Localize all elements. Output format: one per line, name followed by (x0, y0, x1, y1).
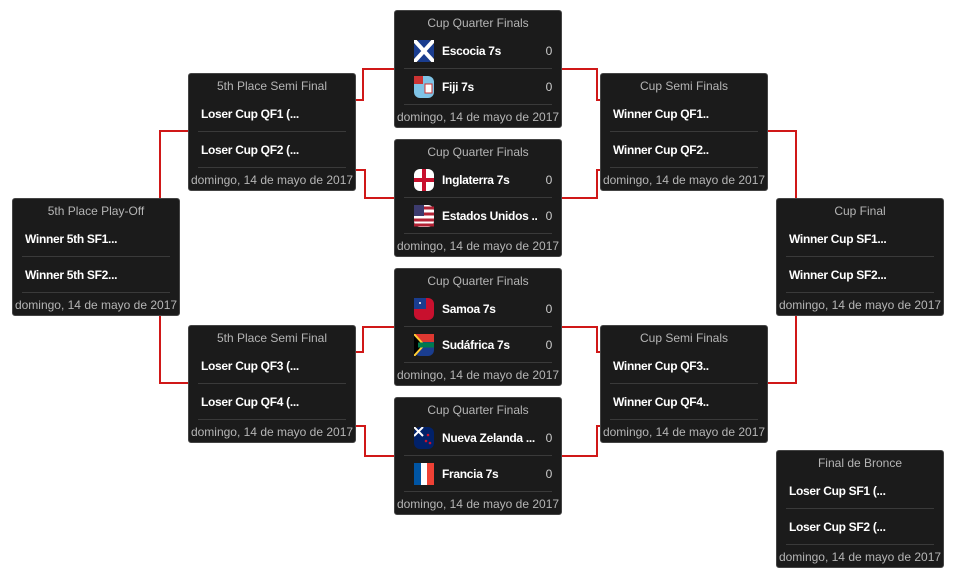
team-row[interactable]: Winner 5th SF2... (22, 257, 170, 293)
match-date: domingo, 14 de mayo de 2017 (396, 110, 560, 124)
team-name: Winner Cup SF1... (789, 231, 887, 246)
team-name: Loser Cup QF4 (... (201, 394, 299, 409)
team-name: Estados Unidos ... (442, 208, 538, 223)
team-score: 0 (545, 430, 553, 445)
france-flag-icon (414, 462, 434, 485)
samoa-flag-icon (414, 297, 434, 320)
team-row[interactable]: Loser Cup QF4 (... (198, 384, 346, 420)
team-name: Winner Cup QF1.. (613, 106, 709, 121)
match-date: domingo, 14 de mayo de 2017 (396, 368, 560, 382)
match-title: 5th Place Play-Off (47, 204, 145, 218)
match-title: Cup Quarter Finals (427, 403, 529, 417)
match-date: domingo, 14 de mayo de 2017 (778, 550, 942, 564)
team-name: Winner 5th SF1... (25, 231, 118, 246)
team-name: Fiji 7s (442, 79, 474, 94)
team-row[interactable]: Loser Cup QF2 (... (198, 132, 346, 168)
match-date: domingo, 14 de mayo de 2017 (14, 298, 178, 312)
team-row[interactable]: Loser Cup QF3 (... (198, 348, 346, 384)
team-name: Francia 7s (442, 466, 499, 481)
team-score: 0 (545, 301, 553, 316)
team-score: 0 (545, 337, 553, 352)
team-row[interactable]: Winner Cup QF2.. (610, 132, 758, 168)
team-row[interactable]: Loser Cup SF2 (... (786, 509, 934, 545)
team-row[interactable]: Nueva Zelanda ... 0 (404, 420, 552, 456)
team-name: Escocia 7s (442, 43, 502, 58)
match-date: domingo, 14 de mayo de 2017 (190, 173, 354, 187)
team-name: Winner 5th SF2... (25, 267, 118, 282)
match-title: Cup Quarter Finals (427, 274, 529, 288)
team-name: Loser Cup QF1 (... (201, 106, 299, 121)
england-flag-icon (414, 168, 434, 191)
match-title: Cup Final (834, 204, 886, 218)
south-africa-flag-icon (414, 333, 434, 356)
scotland-flag-icon (414, 39, 434, 62)
team-name: Loser Cup QF2 (... (201, 142, 299, 157)
team-row[interactable]: Fiji 7s 0 (404, 69, 552, 105)
team-score: 0 (545, 172, 553, 187)
match-date: domingo, 14 de mayo de 2017 (396, 239, 560, 253)
team-name: Nueva Zelanda ... (442, 430, 535, 445)
team-row[interactable]: Loser Cup QF1 (... (198, 96, 346, 132)
match-date: domingo, 14 de mayo de 2017 (190, 425, 354, 439)
match-date: domingo, 14 de mayo de 2017 (778, 298, 942, 312)
new-zealand-flag-icon (414, 426, 434, 449)
team-score: 0 (545, 208, 553, 223)
match-title: 5th Place Semi Final (216, 331, 328, 345)
team-row[interactable]: Winner Cup QF4.. (610, 384, 758, 420)
match-title: Cup Quarter Finals (427, 145, 529, 159)
team-name: Samoa 7s (442, 301, 496, 316)
team-row[interactable]: Loser Cup SF1 (... (786, 473, 934, 509)
team-row[interactable]: Winner 5th SF1... (22, 221, 170, 257)
team-name: Inglaterra 7s (442, 172, 510, 187)
team-score: 0 (545, 466, 553, 481)
team-row[interactable]: Samoa 7s 0 (404, 291, 552, 327)
match-title: 5th Place Semi Final (216, 79, 328, 93)
fiji-flag-icon (414, 75, 434, 98)
team-row[interactable]: Francia 7s 0 (404, 456, 552, 492)
match-title: Cup Quarter Finals (427, 16, 529, 30)
match-title: Final de Bronce (817, 456, 903, 470)
team-row[interactable]: Winner Cup SF2... (786, 257, 934, 293)
match-title: Cup Semi Finals (639, 331, 729, 345)
team-score: 0 (545, 43, 553, 58)
team-name: Winner Cup QF2.. (613, 142, 709, 157)
match-date: domingo, 14 de mayo de 2017 (602, 173, 766, 187)
team-row[interactable]: Winner Cup QF3.. (610, 348, 758, 384)
team-name: Loser Cup QF3 (... (201, 358, 299, 373)
usa-flag-icon (414, 204, 434, 227)
team-name: Winner Cup QF4.. (613, 394, 709, 409)
team-row[interactable]: Winner Cup SF1... (786, 221, 934, 257)
team-row[interactable]: Estados Unidos ... 0 (404, 198, 552, 234)
team-score: 0 (545, 79, 553, 94)
match-title: Cup Semi Finals (639, 79, 729, 93)
team-row[interactable]: Sudáfrica 7s 0 (404, 327, 552, 363)
team-row[interactable]: Escocia 7s 0 (404, 33, 552, 69)
team-row[interactable]: Winner Cup QF1.. (610, 96, 758, 132)
team-name: Winner Cup QF3.. (613, 358, 709, 373)
team-name: Sudáfrica 7s (442, 337, 510, 352)
match-date: domingo, 14 de mayo de 2017 (602, 425, 766, 439)
team-name: Winner Cup SF2... (789, 267, 887, 282)
team-name: Loser Cup SF1 (... (789, 483, 886, 498)
team-name: Loser Cup SF2 (... (789, 519, 886, 534)
team-row[interactable]: Inglaterra 7s 0 (404, 162, 552, 198)
match-date: domingo, 14 de mayo de 2017 (396, 497, 560, 511)
